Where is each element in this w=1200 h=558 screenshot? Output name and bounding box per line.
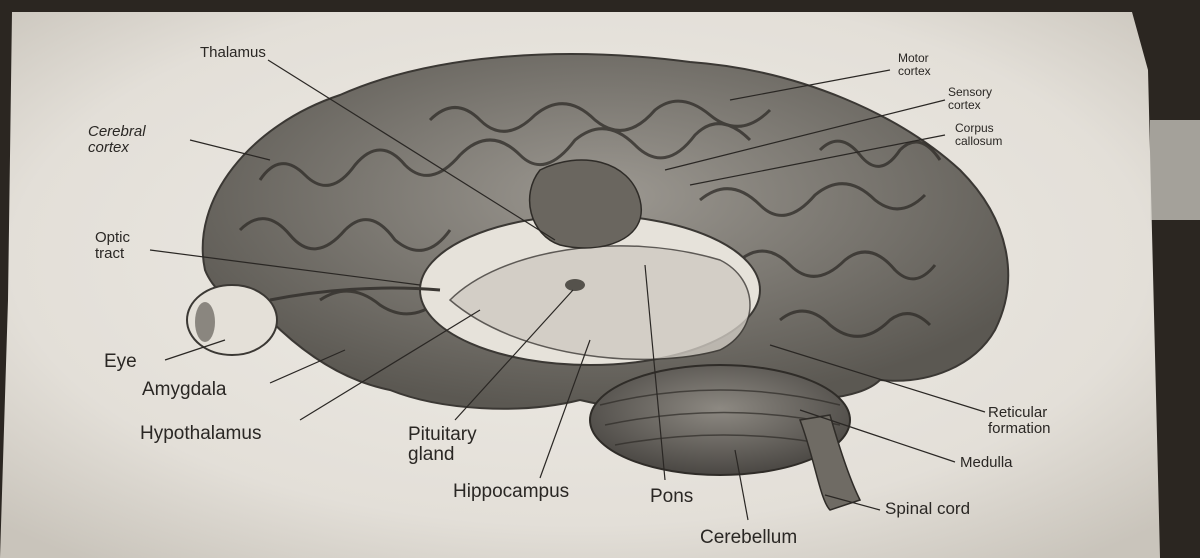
page-edge-highlight — [1150, 120, 1200, 220]
label-cerebellum: Cerebellum — [700, 528, 797, 548]
eye-lens — [195, 302, 215, 342]
label-amygdala: Amygdala — [142, 380, 227, 400]
label-pons: Pons — [650, 487, 693, 507]
label-spinal-cord: Spinal cord — [885, 500, 970, 518]
label-thalamus: Thalamus — [200, 45, 266, 61]
label-hypothalamus: Hypothalamus — [140, 424, 261, 444]
label-medulla: Medulla — [960, 455, 1013, 471]
label-hippocampus: Hippocampus — [453, 482, 569, 502]
pituitary-shape — [565, 279, 585, 291]
label-eye: Eye — [104, 352, 137, 372]
